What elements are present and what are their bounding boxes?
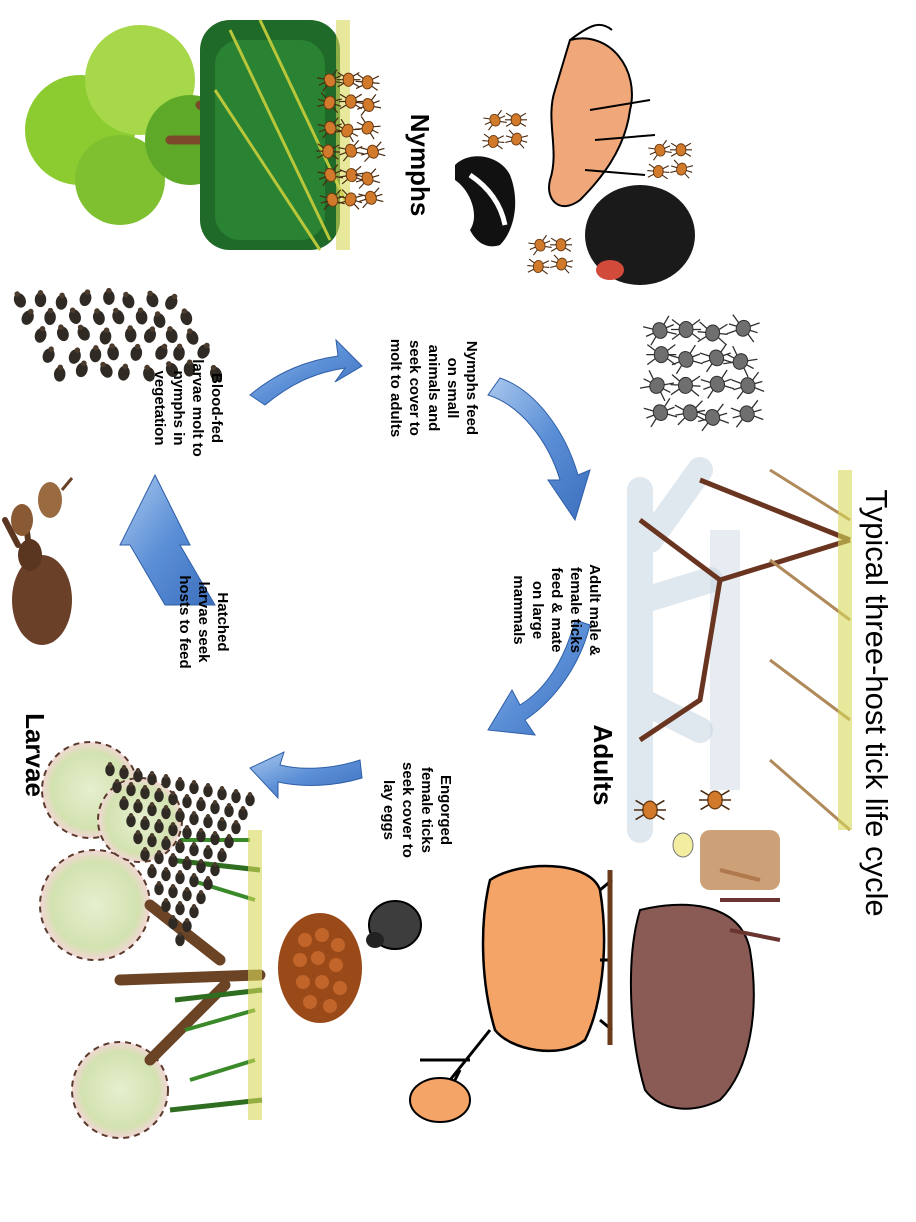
stage-label-nymphs: Nymphs bbox=[405, 105, 435, 225]
moose-image bbox=[631, 830, 780, 1109]
deer-image bbox=[410, 866, 612, 1122]
tick-eggs-cluster-image bbox=[278, 901, 421, 1023]
tree-and-vegetation-image bbox=[25, 20, 350, 250]
arrow-nymphs-to-adults bbox=[488, 378, 590, 520]
arrow-blood-fed-to-nymphs bbox=[250, 340, 362, 405]
step-engorged-females: Engorged female ticks seek cover to lay … bbox=[375, 740, 455, 880]
stage-label-adults: Adults bbox=[588, 710, 618, 820]
stage-label-larvae: Larvae bbox=[20, 700, 50, 810]
step-hatched-larvae: Hatched larvae seek hosts to feed bbox=[172, 557, 232, 687]
vegetation-bushes-image bbox=[40, 742, 262, 1138]
bare-tree-winter-image bbox=[640, 470, 852, 830]
diagram-title: Typical three-host tick life cycle bbox=[854, 443, 894, 963]
arrow-engorged-to-hatched bbox=[250, 752, 362, 798]
rabbit-and-birds-image bbox=[5, 478, 72, 645]
step-blood-fed-larvae: Blood-fed larvae molt to nymphs in veget… bbox=[146, 338, 226, 478]
step-adults-feed-mate: Adult male & female ticks feed & mate on… bbox=[504, 535, 604, 685]
step-nymphs-feed: Nymphs feed on small animals and seek co… bbox=[381, 313, 481, 463]
grey-nymph-ticks-image bbox=[639, 314, 765, 431]
